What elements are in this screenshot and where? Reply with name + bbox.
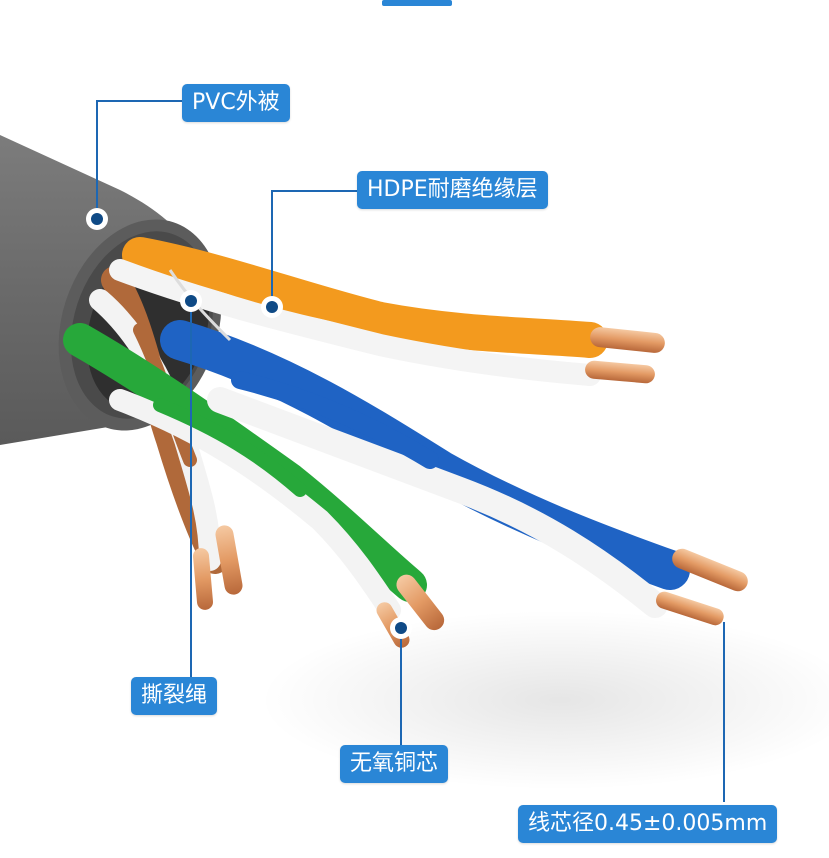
- marker-ripcord-dot: [180, 290, 202, 312]
- marker-copper-dot: [390, 617, 412, 639]
- leader-line-pvc-v: [96, 100, 98, 220]
- label-oxygen-free-copper: 无氧铜芯: [340, 745, 449, 783]
- marker-pvc-dot: [86, 208, 108, 230]
- blue-pair: [160, 320, 748, 626]
- leader-line-hdpe-v: [271, 190, 273, 306]
- marker-hdpe-dot: [261, 296, 283, 318]
- label-rip-cord: 撕裂绳: [131, 677, 218, 715]
- label-hdpe-insulation: HDPE耐磨绝缘层: [357, 171, 548, 209]
- shadow: [260, 610, 829, 790]
- header-mark: [382, 0, 452, 6]
- leader-line-pvc-h: [96, 100, 186, 102]
- leader-line-copper-v: [400, 628, 402, 746]
- leader-line-ripcord-v: [190, 302, 192, 692]
- label-pvc-jacket: PVC外被: [182, 84, 290, 122]
- green-pair: [63, 323, 445, 648]
- label-core-diameter: 线芯径0.45±0.005mm: [518, 805, 778, 843]
- leader-line-diameter-v: [723, 622, 725, 802]
- rip-cord: [168, 269, 232, 342]
- leader-line-hdpe-h: [271, 190, 361, 192]
